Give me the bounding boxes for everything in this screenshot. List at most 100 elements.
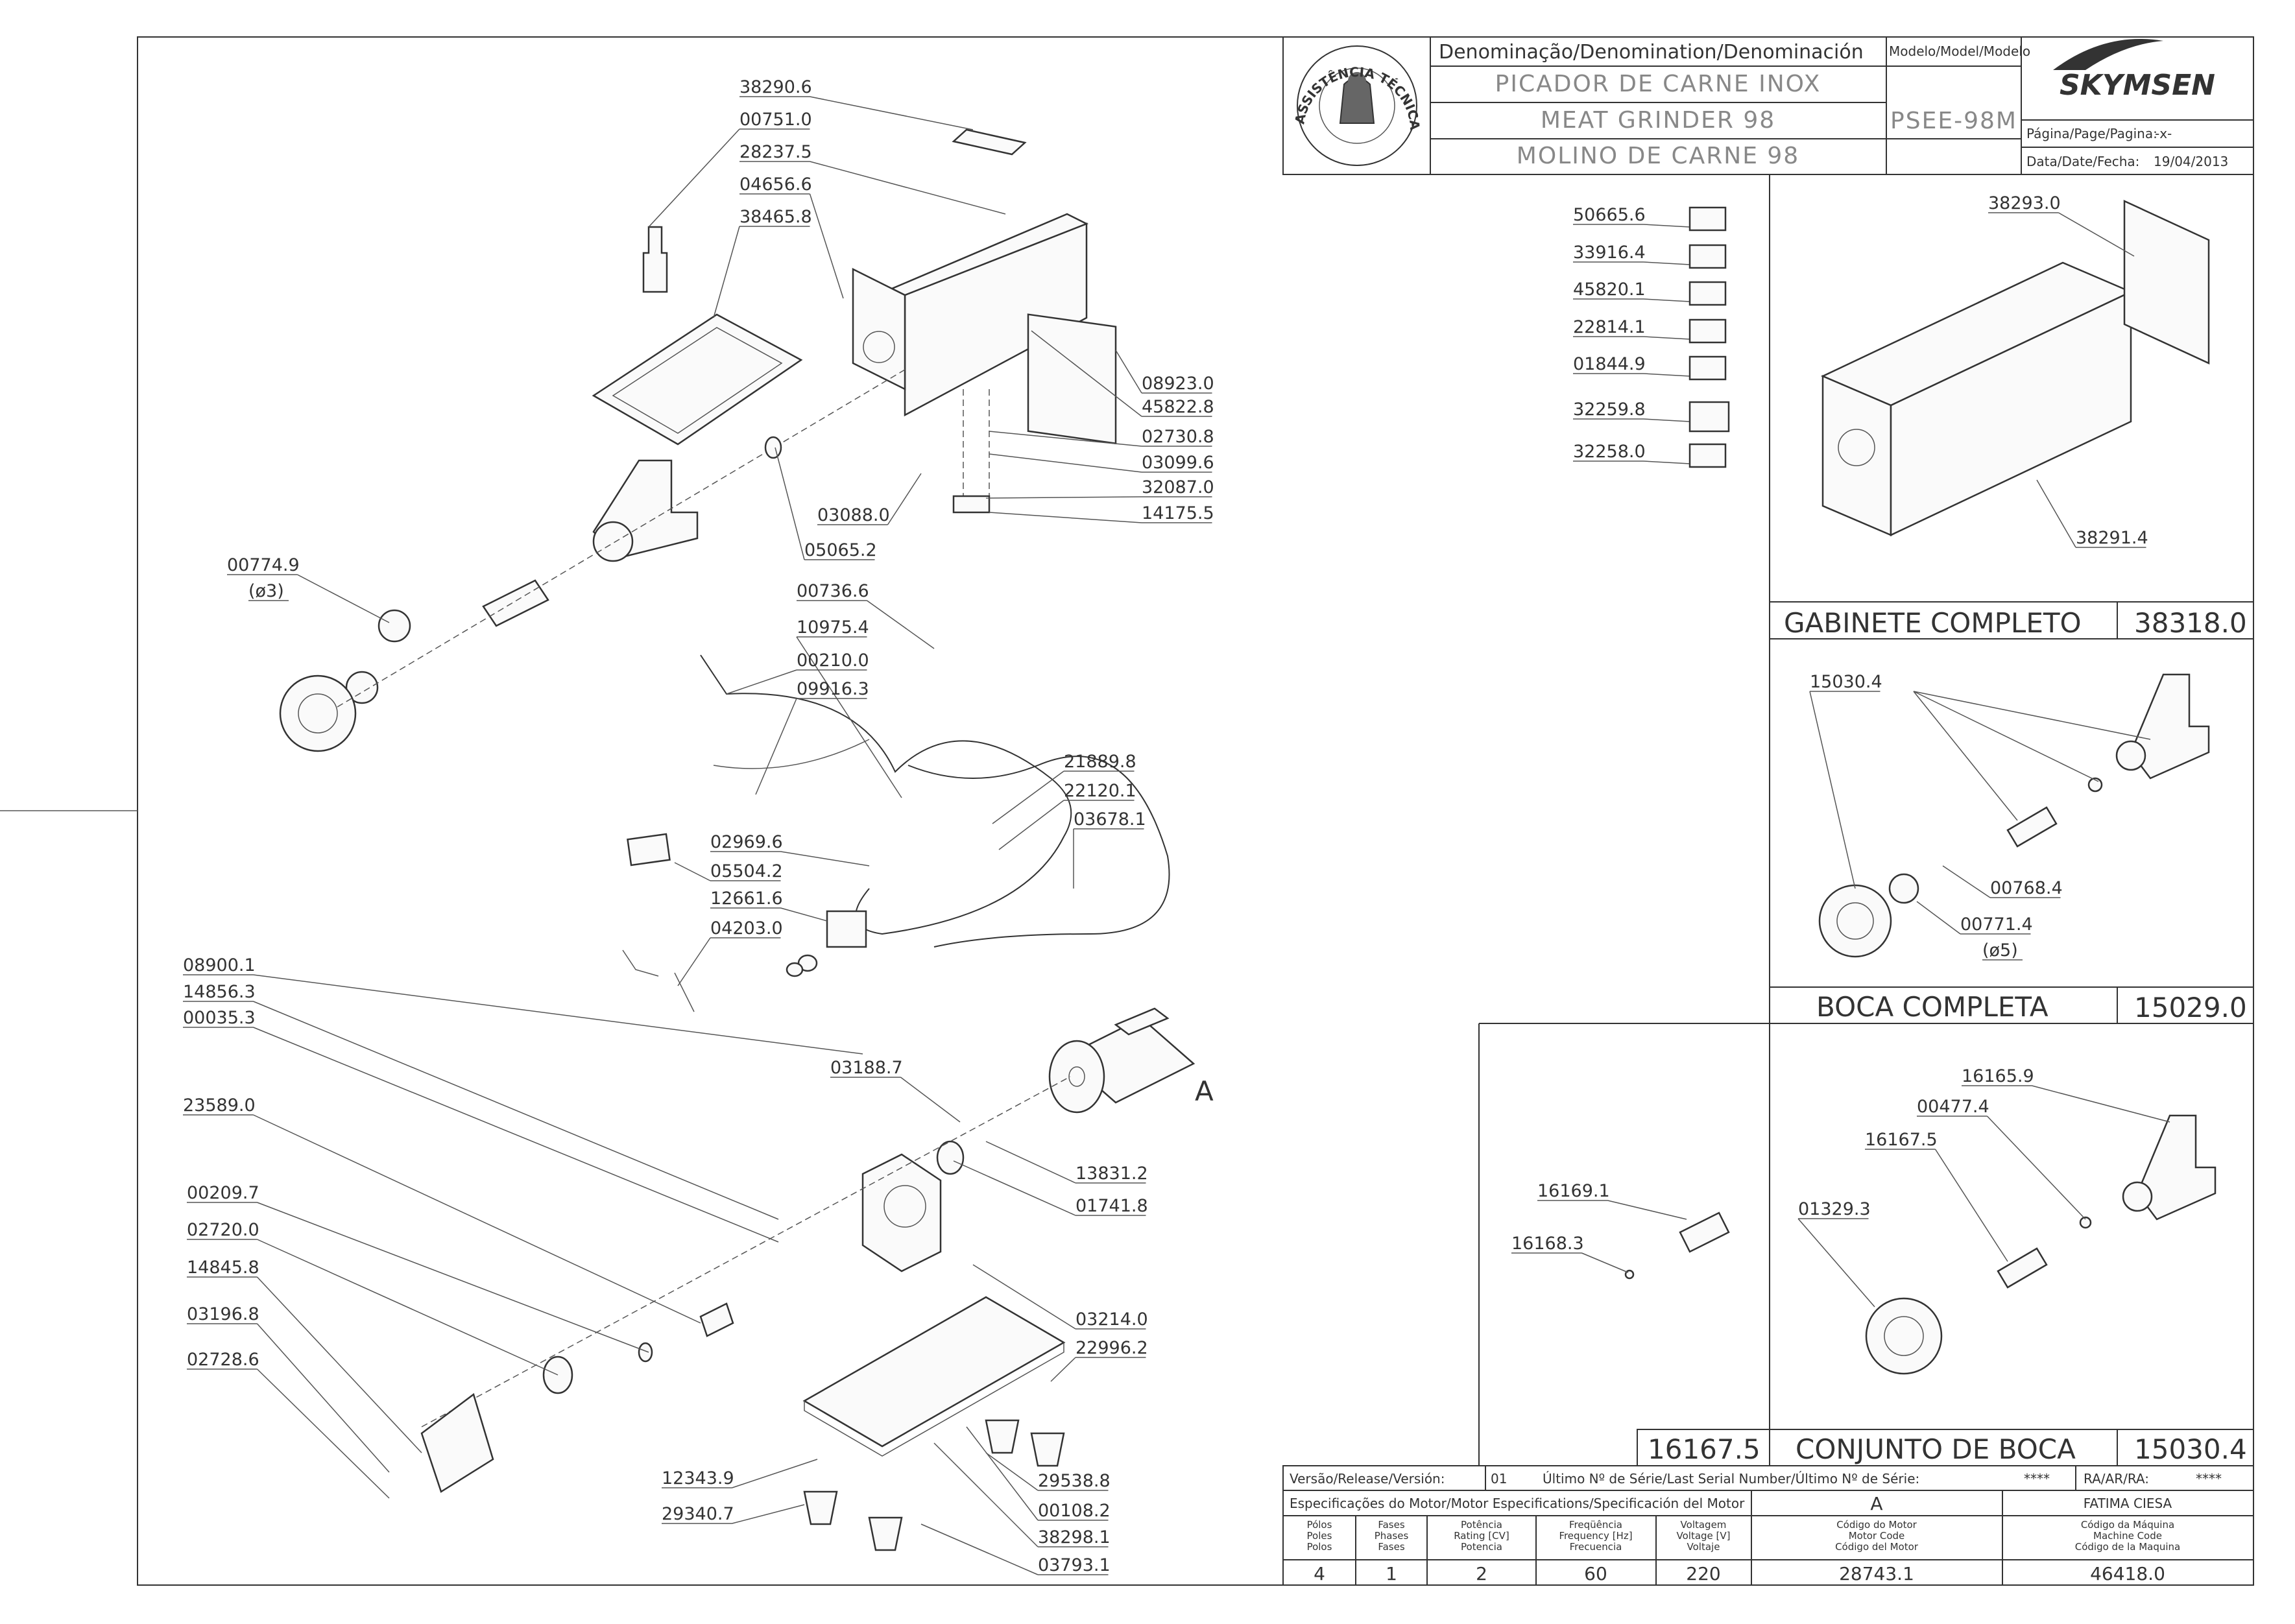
motor-spec-label: Especificações do Motor/Motor Especifica… — [1290, 1496, 1745, 1511]
leader-line — [920, 1523, 1039, 1575]
pusher-part — [642, 226, 668, 293]
screw-panel-drawing — [1624, 1212, 1730, 1280]
leader-line — [257, 1202, 649, 1353]
part-number: 12343.9 — [662, 1468, 734, 1488]
leader-line — [972, 1264, 1076, 1330]
leader-line — [900, 1077, 961, 1123]
part-number: 09916.3 — [797, 679, 869, 699]
label-sticker-icon — [1688, 318, 1727, 344]
leader-line — [1031, 330, 1142, 417]
label-sticker-icon — [1688, 206, 1727, 232]
motor-spec-header: Frequency [Hz] — [1559, 1530, 1632, 1542]
part-number: 45820.1 — [1573, 280, 1646, 300]
motor-spec-value: 220 — [1686, 1563, 1720, 1584]
part-number: 05504.2 — [710, 861, 783, 881]
motor-spec-header: Fases — [1378, 1519, 1404, 1531]
gearbox-part — [861, 1140, 965, 1272]
part-number: 00209.7 — [187, 1183, 259, 1203]
part-number: 00768.4 — [1990, 878, 2063, 898]
leader-line — [1934, 1149, 2008, 1262]
part-number: 10975.4 — [797, 617, 869, 638]
part-number: 03196.8 — [187, 1304, 259, 1324]
mouth-set-title: CONJUNTO DE BOCA — [1796, 1433, 2076, 1465]
leader-line — [1581, 1252, 1629, 1273]
mouth-code: 15029.0 — [2134, 992, 2247, 1023]
motor-spec-header: Rating [CV] — [1454, 1530, 1509, 1542]
leader-line — [989, 453, 1142, 473]
screw-code: 16167.5 — [1648, 1433, 1760, 1465]
leader-line — [1643, 298, 1690, 302]
part-number: 03678.1 — [1074, 809, 1146, 830]
part-number: 01329.3 — [1798, 1199, 1871, 1219]
product-name-pt: PICADOR DE CARNE INOX — [1495, 71, 1821, 97]
leader-line — [648, 128, 740, 228]
motor-spec-header: Frecuencia — [1570, 1541, 1622, 1553]
leader-line — [933, 1442, 1039, 1547]
leader-line — [775, 447, 805, 560]
leader-line — [887, 473, 922, 525]
part-number: 12661.6 — [710, 889, 783, 909]
date-value: 19/04/2013 — [2154, 154, 2228, 169]
brand-wordmark: SKYMSEN — [2060, 69, 2215, 102]
mouth-panel-drawing — [1818, 673, 2210, 958]
part-number: 16169.1 — [1537, 1181, 1610, 1201]
motor-spec-header: Voltage [V] — [1677, 1530, 1731, 1542]
motor-spec-header: Phases — [1375, 1530, 1409, 1542]
date-label: Data/Date/Fecha: — [2026, 154, 2139, 169]
part-number: 38465.8 — [739, 207, 812, 227]
brand-logo: SKYMSEN — [2053, 39, 2215, 102]
part-number: 03099.6 — [1142, 453, 1214, 473]
leader-line — [989, 431, 1142, 447]
part-number: 03214.0 — [1075, 1309, 1148, 1330]
motor-spec-header: Potência — [1461, 1519, 1502, 1531]
part-number: 00477.4 — [1917, 1097, 1989, 1117]
part-number: 00736.6 — [797, 581, 869, 601]
cabinet-part — [852, 213, 1117, 445]
part-number: 08900.1 — [183, 955, 256, 975]
label-sticker-numbers: 50665.633916.445820.122814.101844.932259… — [1573, 205, 1730, 468]
motor-spec-header: Código de la Maquina — [2075, 1541, 2180, 1553]
part-number: 14845.8 — [187, 1258, 259, 1278]
part-number: 04203.0 — [710, 918, 783, 938]
part-number: 32258.0 — [1573, 442, 1646, 462]
leader-line — [732, 1504, 805, 1524]
leader-line — [253, 1001, 779, 1220]
leader-line — [253, 1114, 701, 1324]
part-number: 03188.7 — [830, 1058, 903, 1078]
motor-spec-value: 28743.1 — [1839, 1563, 1914, 1584]
leader-line — [677, 937, 711, 986]
leader-line — [1942, 865, 1991, 898]
leader-line — [253, 1027, 779, 1243]
part-number: 38291.4 — [2076, 528, 2148, 548]
motor-spec-header: Machine Code — [2093, 1530, 2162, 1542]
leader-line — [1115, 350, 1142, 394]
part-number: (ø3) — [248, 581, 284, 601]
leader-line — [780, 851, 870, 866]
model-label: Modelo/Model/Modelo — [1889, 43, 2030, 59]
motor-spec-header: Voltaje — [1687, 1541, 1720, 1553]
leader-line — [809, 193, 844, 299]
cabinet-code: 38318.0 — [2134, 607, 2247, 639]
label-sticker-icon — [1688, 443, 1727, 468]
leader-line — [256, 1323, 390, 1473]
part-number: 01844.9 — [1573, 354, 1646, 374]
leader-line — [1643, 261, 1690, 265]
leader-line — [953, 1160, 1076, 1216]
leader-line — [985, 1141, 1076, 1184]
motor-supplier: FATIMA CIESA — [2084, 1496, 2172, 1511]
cabinet-panel-drawing — [1820, 200, 2210, 536]
part-number: (ø5) — [1982, 940, 2018, 961]
motor-spec-header: Código do Motor — [1836, 1519, 1917, 1531]
mouth-set-panel-drawing — [1865, 1114, 2217, 1375]
upper-cover-plate — [952, 128, 1027, 156]
release-label: Versão/Release/Versión: — [1290, 1471, 1445, 1487]
leader-line — [674, 862, 711, 881]
part-number: 28237.5 — [739, 142, 812, 162]
label-sticker-icon — [1688, 401, 1730, 433]
part-number: 29538.8 — [1038, 1471, 1111, 1491]
leader-line — [989, 512, 1142, 523]
motor-spec-header: Voltagem — [1681, 1519, 1727, 1531]
leader-line — [985, 496, 1142, 499]
